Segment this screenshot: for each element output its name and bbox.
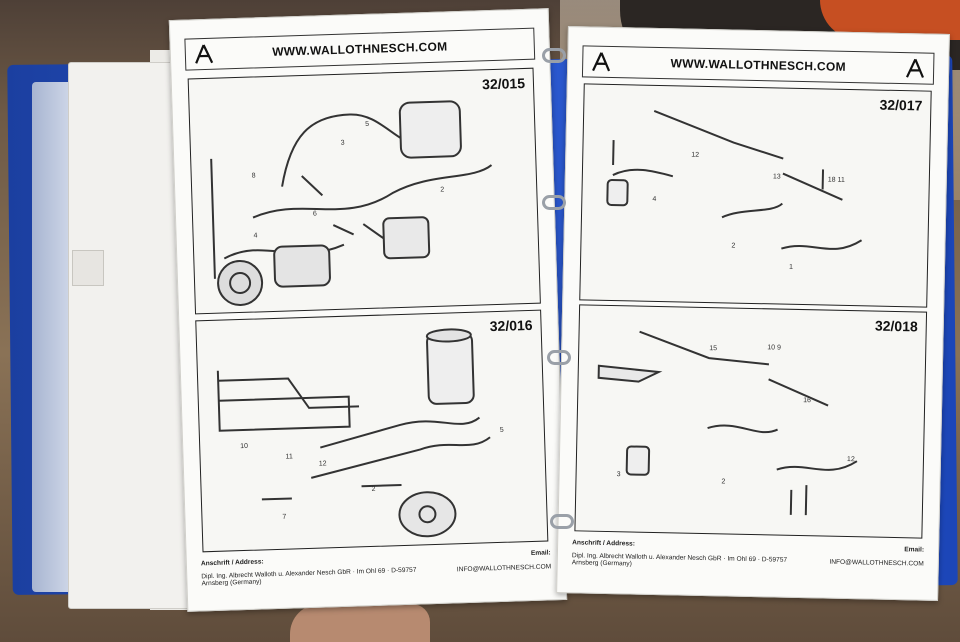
svg-text:3: 3 xyxy=(341,140,345,147)
svg-text:11: 11 xyxy=(285,453,293,460)
power-steering-lines-diagram: 10 11 12 5 2 7 xyxy=(216,328,504,538)
svg-text:2: 2 xyxy=(440,187,444,194)
address-label: Anschrift / Address: xyxy=(572,539,635,548)
svg-text:18 11: 18 11 xyxy=(828,177,845,184)
svg-text:5: 5 xyxy=(500,427,504,434)
website-url: WWW.WALLOTHNESCH.COM xyxy=(271,39,448,59)
binder-ring xyxy=(547,350,571,365)
svg-text:12: 12 xyxy=(691,152,699,159)
svg-text:6: 6 xyxy=(313,211,317,218)
svg-text:13: 13 xyxy=(773,173,781,180)
svg-text:10: 10 xyxy=(240,443,248,450)
svg-text:1: 1 xyxy=(789,264,793,271)
svg-text:4: 4 xyxy=(254,232,258,239)
svg-text:12: 12 xyxy=(847,456,855,463)
svg-text:10 9: 10 9 xyxy=(767,344,781,351)
page-footer: Anschrift / Address: Email: Dipl. Ing. A… xyxy=(572,539,924,573)
logo-icon xyxy=(905,58,924,78)
website-url: WWW.WALLOTHNESCH.COM xyxy=(670,56,846,74)
page-header: WWW.WALLOTHNESCH.COM xyxy=(184,27,536,71)
logo-icon xyxy=(195,44,214,64)
steering-linkage-diagram: 12 13 18 11 2 1 4 xyxy=(606,109,863,271)
steering-linkage-diagram: 15 10 9 16 3 2 12 xyxy=(597,330,858,516)
svg-text:15: 15 xyxy=(709,345,717,352)
email-text: INFO@WALLOTHNESCH.COM xyxy=(456,563,552,574)
page-header: WWW.WALLOTHNESCH.COM xyxy=(581,45,935,85)
address-text: Dipl. Ing. Albrecht Walloth u. Alexander… xyxy=(201,566,417,588)
svg-text:3: 3 xyxy=(617,471,621,478)
power-steering-pump-diagram: 8 3 5 6 2 4 xyxy=(210,100,493,307)
logo-icon xyxy=(592,52,611,72)
svg-text:2: 2 xyxy=(731,243,735,250)
binder-ring xyxy=(550,514,574,529)
divider-tab xyxy=(72,250,104,286)
email-label: Email: xyxy=(530,549,551,558)
left-page: WWW.WALLOTHNESCH.COM 32/015 8 xyxy=(168,8,568,612)
svg-text:8: 8 xyxy=(252,172,256,179)
svg-text:4: 4 xyxy=(652,196,656,203)
svg-text:12: 12 xyxy=(319,460,327,467)
email-text: INFO@WALLOTHNESCH.COM xyxy=(829,558,924,568)
binder-ring xyxy=(542,195,566,210)
address-text: Dipl. Ing. Albrecht Walloth u. Alexander… xyxy=(571,552,788,568)
svg-text:16: 16 xyxy=(803,397,811,404)
binder-ring xyxy=(542,48,566,63)
svg-text:5: 5 xyxy=(365,121,369,128)
hand xyxy=(290,604,430,642)
svg-text:2: 2 xyxy=(721,478,725,485)
page-footer: Anschrift / Address: Email: Dipl. Ing. A… xyxy=(201,549,552,587)
svg-text:7: 7 xyxy=(282,514,286,521)
email-label: Email: xyxy=(904,546,925,554)
svg-text:2: 2 xyxy=(372,486,376,493)
